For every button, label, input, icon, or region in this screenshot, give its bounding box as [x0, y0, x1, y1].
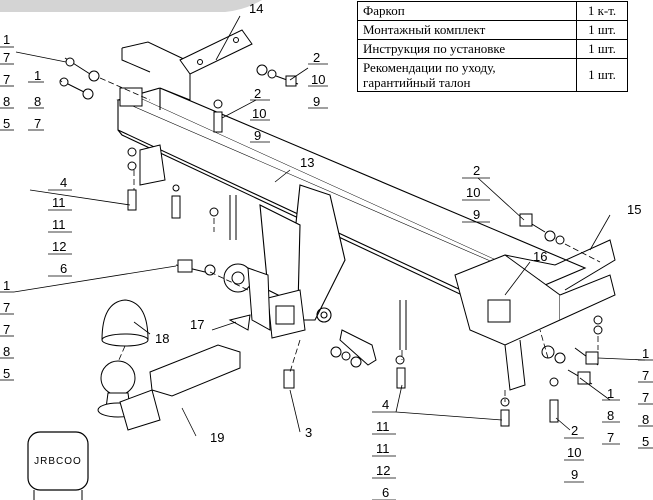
support-rods — [229, 195, 407, 350]
stack-b2-2: 9 — [571, 467, 578, 482]
left-bracket — [119, 41, 191, 186]
stack-tl1-0: 1 — [3, 32, 10, 47]
stack-r1a-0: 1 — [642, 346, 649, 361]
part-name: Рекомендации по уходу, гарантийный талон — [357, 58, 577, 92]
stack-b4-0: 4 — [382, 397, 389, 412]
callout-18: 18 — [155, 331, 169, 346]
stack-tl1-2: 7 — [3, 72, 10, 87]
stack-tl1-3: 8 — [3, 94, 10, 109]
callout-14: 14 — [249, 1, 263, 16]
socket-cover: JRBCOO — [27, 431, 89, 500]
stack-r2-2: 9 — [473, 207, 480, 222]
stack-tr1-1: 10 — [311, 72, 325, 87]
stack-l4-4: 6 — [60, 261, 67, 276]
callout-3: 3 — [305, 425, 312, 440]
brand-label: JRBCOO — [34, 456, 82, 467]
stack-r1a-4: 5 — [642, 434, 649, 449]
table-row: Рекомендации по уходу, гарантийный талон… — [357, 58, 628, 92]
stack-b4-4: 6 — [382, 485, 389, 500]
stack-tr1-2: 9 — [313, 94, 320, 109]
part-qty: 1 шт. — [576, 20, 628, 40]
stack-tr1-0: 2 — [313, 50, 320, 65]
stack-r1b-2: 7 — [607, 430, 614, 445]
stack-l4-2: 11 — [52, 217, 66, 232]
tow-ball-cap — [101, 299, 149, 347]
stack-l1-0: 1 — [3, 278, 10, 293]
stack-r1a-3: 8 — [642, 412, 649, 427]
callout-15: 15 — [627, 202, 641, 217]
stack-r2-1: 10 — [466, 185, 480, 200]
stack-l4-1: 11 — [52, 195, 66, 210]
callout-17: 17 — [190, 317, 204, 332]
stack-l1-2: 7 — [3, 322, 10, 337]
stack-r1a-2: 7 — [642, 390, 649, 405]
table-row: Инструкция по установке 1 шт. — [357, 39, 628, 59]
assembly-lines — [99, 77, 601, 402]
stack-b4-2: 11 — [376, 441, 390, 456]
callout-13: 13 — [300, 155, 314, 170]
fasteners — [59, 57, 603, 427]
stack-tr2-1: 10 — [252, 106, 266, 121]
stack-r1b-0: 1 — [607, 386, 614, 401]
callout-underlines — [0, 46, 653, 500]
parts-table: Фаркоп 1 к-т. Монтажный комплект 1 шт. И… — [357, 1, 628, 92]
part-qty: 1 шт. — [576, 58, 628, 92]
stack-tl1-4: 5 — [3, 116, 10, 131]
right-bracket — [454, 239, 616, 391]
stack-tr2-0: 2 — [254, 86, 261, 101]
stack-tl2-2: 7 — [34, 116, 41, 131]
leader-lines — [13, 15, 646, 437]
stack-tl1-1: 7 — [3, 50, 10, 65]
tow-pin — [339, 329, 377, 366]
callout-16: 16 — [533, 249, 547, 264]
stack-r1a-1: 7 — [642, 368, 649, 383]
stack-tl2-1: 8 — [34, 94, 41, 109]
stack-tl2-0: 1 — [34, 68, 41, 83]
stack-r2-0: 2 — [473, 163, 480, 178]
hitch-receiver — [267, 289, 306, 339]
stack-r1b-1: 8 — [607, 408, 614, 423]
stack-l1-3: 8 — [3, 344, 10, 359]
stack-b2-0: 2 — [571, 423, 578, 438]
corner-frame — [0, 0, 262, 12]
part-qty: 1 шт. — [576, 39, 628, 59]
stack-b2-1: 10 — [567, 445, 581, 460]
stack-tr2-2: 9 — [254, 128, 261, 143]
stack-b4-1: 11 — [376, 419, 390, 434]
main-crossbeam — [116, 87, 587, 328]
stack-l4-3: 12 — [52, 239, 66, 254]
ball-mount — [97, 344, 241, 431]
table-row: Фаркоп 1 к-т. — [357, 1, 628, 21]
part-name: Инструкция по установке — [357, 39, 577, 59]
stack-l4-0: 4 — [60, 175, 67, 190]
stack-l1-4: 5 — [3, 366, 10, 381]
stack-b4-3: 12 — [376, 463, 390, 478]
stack-l1-1: 7 — [3, 300, 10, 315]
mounting-plate-14 — [179, 29, 253, 75]
callout-19: 19 — [210, 430, 224, 445]
